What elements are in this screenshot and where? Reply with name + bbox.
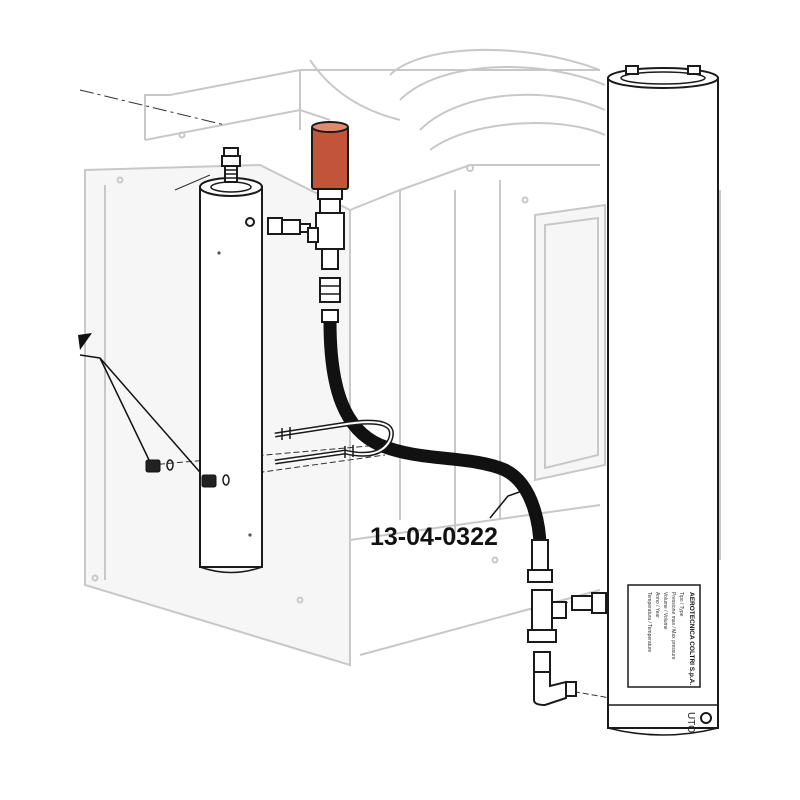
centre-line xyxy=(564,689,611,699)
nameplate-text: AEROTECNICA COLTRI S.p.A. Tipo / Type Pr… xyxy=(646,592,695,685)
connector-hex xyxy=(267,217,283,235)
leader-line xyxy=(99,357,206,479)
small-cylinder xyxy=(199,147,263,574)
bolt-icon xyxy=(521,196,529,204)
elbow-outlet xyxy=(565,681,577,697)
bolt-icon xyxy=(178,131,186,139)
top-lug xyxy=(625,65,639,75)
filter-cartridge xyxy=(311,126,349,190)
leader-line xyxy=(174,174,211,191)
bolt-icon xyxy=(466,164,474,172)
washer-icon xyxy=(166,459,174,471)
nameplate xyxy=(627,584,701,688)
part-number-label: 13-04-0322 xyxy=(370,523,498,551)
coil-arc xyxy=(429,122,606,151)
housing-edge xyxy=(169,69,600,96)
top-fitting-hex xyxy=(221,155,241,167)
housing-edge xyxy=(144,108,331,141)
lower-tee-branch xyxy=(551,601,567,619)
tee-fitting xyxy=(315,212,345,250)
hose-end-ferrule xyxy=(531,539,549,571)
filter-assembly xyxy=(307,121,349,323)
leader-lines xyxy=(78,89,611,699)
top-lug xyxy=(687,65,701,75)
nameplate-line-5: Temperatura / Temperature xyxy=(646,592,652,652)
bolt-icon xyxy=(296,596,304,604)
bolt-icon xyxy=(91,574,99,582)
hose-ferrule xyxy=(321,309,339,323)
leader-line xyxy=(99,357,151,463)
bolt-icon xyxy=(491,556,499,564)
coil-arc xyxy=(419,93,606,131)
leader-line xyxy=(79,354,101,359)
side-port-icon xyxy=(245,217,255,227)
nut-washer-set xyxy=(145,459,230,488)
side-connector xyxy=(267,217,311,235)
nut-icon xyxy=(201,474,217,488)
centre-line xyxy=(149,444,381,466)
small-cylinder-bottom xyxy=(199,566,263,574)
large-cylinder-bottom xyxy=(607,727,719,736)
washer-icon xyxy=(222,474,230,486)
drain-port-icon xyxy=(700,712,712,724)
small-cylinder-body xyxy=(199,186,263,568)
nameplate-line-1: Tipo / Type xyxy=(678,592,684,617)
lower-tee xyxy=(531,589,553,631)
elbow-fitting xyxy=(533,671,567,707)
large-cylinder: AEROTECNICA COLTRI S.p.A. Tipo / Type Pr… xyxy=(607,65,719,736)
leader-arrowhead xyxy=(78,333,92,350)
side-fitting-hex xyxy=(591,592,607,614)
hose-13-04-0322 xyxy=(323,321,553,583)
top-fitting-nut xyxy=(223,147,239,157)
nameplate-line-4: Anno / Year xyxy=(654,592,660,618)
coil-arc xyxy=(389,48,601,76)
housing-edge xyxy=(144,94,170,140)
screw-icon xyxy=(217,251,221,255)
outlet-marking-group: UTO xyxy=(685,712,696,733)
large-cylinder-rim xyxy=(620,71,706,85)
window-panel-inner xyxy=(544,216,599,470)
frame-edge xyxy=(349,504,601,541)
lower-fittings xyxy=(527,589,607,707)
tee-branch xyxy=(307,227,319,243)
hose-body xyxy=(323,321,547,549)
outlet-marking: UTO xyxy=(685,712,696,733)
side-fitting xyxy=(571,595,593,611)
hose-end-nut xyxy=(527,569,553,583)
elbow-nut xyxy=(533,651,551,673)
nameplate-brand: AEROTECNICA COLTRI S.p.A. xyxy=(688,592,695,685)
bolt-icon xyxy=(116,176,124,184)
screw-icon xyxy=(248,533,252,537)
filter-neck xyxy=(317,188,343,200)
nameplate-line-2: Pressione max / Max pressure xyxy=(670,592,676,660)
large-cylinder-top xyxy=(607,67,719,89)
frame-edge xyxy=(359,589,601,656)
tee-outlet xyxy=(321,248,339,270)
window-panel xyxy=(534,203,606,482)
filter-nut xyxy=(319,198,341,214)
cabinet-side xyxy=(349,188,401,520)
u-bolt xyxy=(274,419,394,465)
nut-icon xyxy=(145,459,161,473)
u-bolt-highlight xyxy=(274,421,393,463)
hose-union xyxy=(319,277,341,303)
connector-nut xyxy=(281,219,301,235)
lower-tee-nut xyxy=(527,629,557,643)
filter-cartridge-cap xyxy=(311,121,349,133)
part-leader-line xyxy=(489,489,526,519)
nameplate-line-3: Volume / Volume xyxy=(662,592,668,630)
coil-arc xyxy=(399,65,606,101)
